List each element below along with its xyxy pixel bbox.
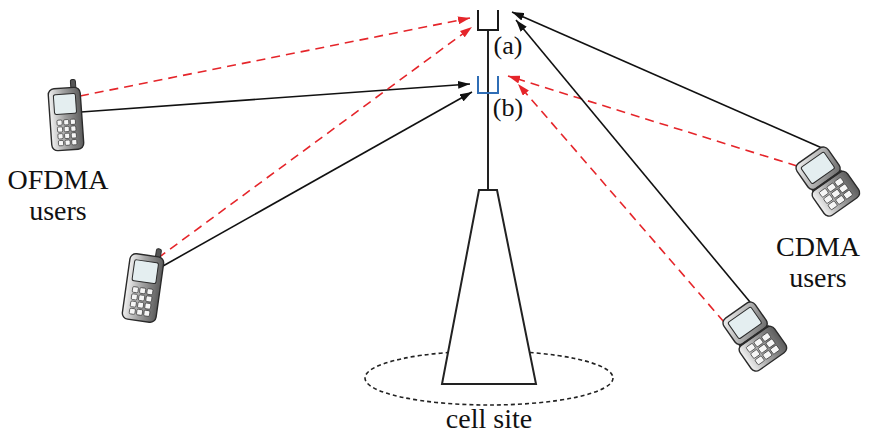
phone-base	[810, 169, 862, 218]
node-label: (a)	[491, 32, 525, 61]
phone-key	[58, 140, 63, 146]
phone-key	[64, 133, 69, 139]
phone-key	[755, 356, 765, 365]
phone-key	[70, 119, 75, 125]
phone-key	[129, 308, 135, 314]
mobile-phone-icon	[719, 299, 789, 374]
antenna-b: (b)	[466, 68, 527, 128]
cdma-user-group: CDMA users	[700, 145, 870, 380]
mobile-phone-icon	[122, 245, 166, 323]
signal-arrow	[518, 84, 724, 322]
phone-key	[58, 134, 63, 140]
mobile-phone-icon	[47, 79, 84, 151]
phone-key	[770, 345, 780, 354]
signal-arrow	[80, 18, 470, 96]
node-label: OFDMA users	[2, 165, 114, 227]
signal-arrow	[81, 84, 470, 112]
phone-key	[132, 287, 138, 293]
phone-base	[737, 324, 789, 373]
phone-key	[835, 195, 845, 204]
phone-key	[843, 190, 853, 199]
antenna-cup	[478, 76, 498, 93]
node-label: (b)	[491, 94, 525, 123]
phone-body	[122, 253, 165, 323]
antenna-a: (a)	[466, 4, 527, 64]
phone-key	[139, 288, 145, 294]
node-label: CDMA users	[768, 232, 868, 294]
site-label: cell site	[389, 404, 589, 435]
phone-key	[130, 301, 136, 307]
phone-key	[145, 303, 151, 309]
phone-screen	[53, 93, 76, 114]
signal-arrow	[158, 27, 472, 258]
phone-key	[131, 294, 137, 300]
antenna-pole	[487, 30, 489, 190]
user-phones	[2, 80, 174, 330]
phone-key	[762, 350, 772, 359]
tower-body	[442, 190, 536, 384]
phone-key	[144, 310, 150, 316]
phone-key	[57, 127, 62, 133]
signal-arrow	[512, 12, 822, 148]
phone-screen	[132, 260, 159, 284]
phone-key	[137, 302, 143, 308]
phone-key	[72, 139, 77, 145]
phone-body	[48, 87, 84, 151]
antenna-cup	[478, 10, 498, 30]
phone-key	[136, 309, 142, 315]
phone-key	[71, 133, 76, 139]
signal-arrow	[516, 20, 750, 302]
signal-arrow	[163, 92, 472, 266]
phone-key	[64, 119, 69, 125]
phone-key	[147, 289, 153, 295]
signal-arrow	[508, 76, 797, 166]
phone-key	[57, 120, 62, 126]
phone-key	[828, 201, 838, 210]
phone-key	[146, 296, 152, 302]
phone-key	[138, 295, 144, 301]
ofdma-user-group: OFDMA users	[2, 80, 174, 330]
mobile-phone-icon	[792, 144, 862, 219]
phone-key	[71, 126, 76, 132]
phone-key	[65, 140, 70, 146]
phone-key	[64, 126, 69, 132]
